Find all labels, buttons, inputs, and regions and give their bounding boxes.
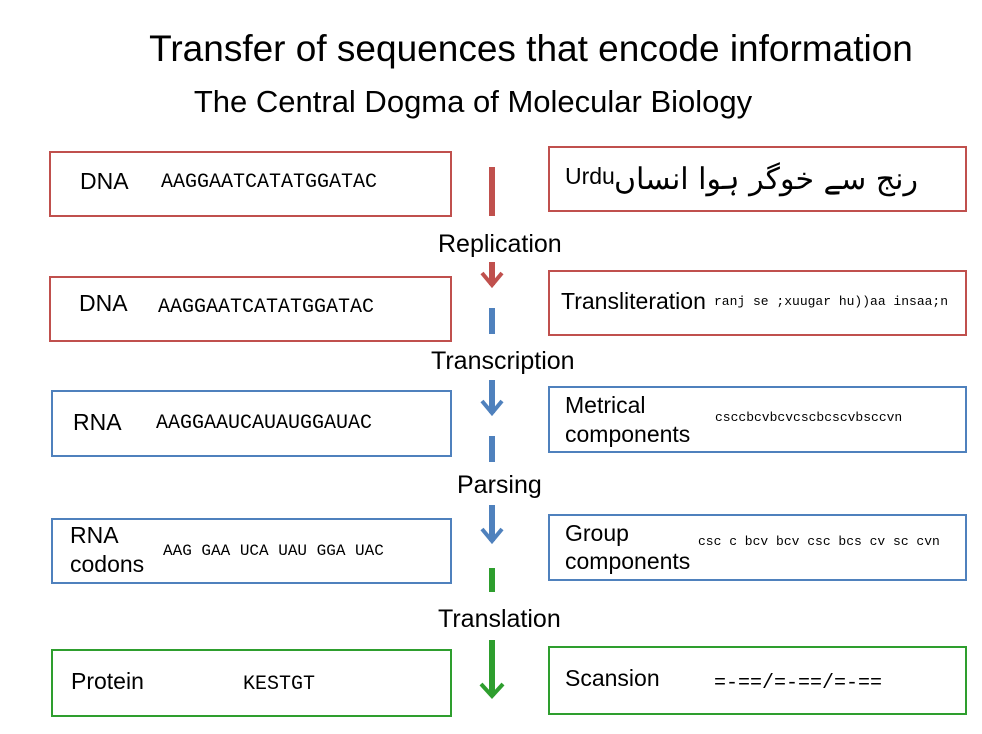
urdu-box: Urdu رنج سے خوگر ہوا انساں xyxy=(548,146,967,212)
transcription-arrow-head xyxy=(480,399,504,417)
dna-label: DNA xyxy=(79,290,128,316)
group-box: Group components csc c bcv bcv csc bcs c… xyxy=(548,514,967,581)
metrical-box: Metrical components csccbcvbcvcscbcscvbs… xyxy=(548,386,967,453)
codons-label-line2: codons xyxy=(70,551,145,577)
rna-label: RNA xyxy=(73,409,122,435)
step-translation: Translation xyxy=(438,605,561,633)
translation-arrow-head xyxy=(479,682,505,699)
protein-label: Protein xyxy=(71,668,144,694)
urdu-text: رنج سے خوگر ہوا انساں xyxy=(614,162,918,197)
metrical-label-line2: components xyxy=(565,421,691,447)
metrical-text: csccbcvbcvcscbcscvbsccvn xyxy=(715,410,903,425)
codons-label-line1: RNA xyxy=(70,522,119,548)
metrical-label-line1: Metrical xyxy=(565,392,646,418)
step-parsing: Parsing xyxy=(457,471,542,499)
group-label-line2: components xyxy=(565,548,691,574)
scansion-text: =-==/=-==/=-== xyxy=(714,672,883,695)
dna-sequence: AAGGAATCATATGGATAC xyxy=(158,296,375,319)
group-text: csc c bcv bcv csc bcs cv sc cvn xyxy=(698,534,940,549)
transliteration-label: Transliteration xyxy=(561,288,706,314)
rna-sequence: AAGGAAUCAUAUGGAUAC xyxy=(156,412,373,435)
group-label-line1: Group xyxy=(565,520,629,546)
urdu-label: Urdu xyxy=(565,163,615,189)
dna-box-2: DNA AAGGAATCATATGGATAC xyxy=(49,276,452,342)
dna-box-1: DNA AAGGAATCATATGGATAC xyxy=(49,151,452,217)
protein-box: Protein KESTGT xyxy=(51,649,452,717)
step-transcription: Transcription xyxy=(431,347,575,375)
parsing-arrow-head xyxy=(480,527,504,545)
step-replication: Replication xyxy=(438,230,562,258)
dna-sequence: AAGGAATCATATGGATAC xyxy=(161,171,378,194)
scansion-label: Scansion xyxy=(565,665,660,691)
rna-box: RNA AAGGAAUCAUAUGGAUAC xyxy=(51,390,452,457)
main-title: Transfer of sequences that encode inform… xyxy=(149,28,913,69)
codons-box: RNA codons AAG GAA UCA UAU GGA UAC xyxy=(51,518,452,584)
codons-sequence: AAG GAA UCA UAU GGA UAC xyxy=(163,542,384,560)
dna-label: DNA xyxy=(80,168,129,194)
scansion-box: Scansion =-==/=-==/=-== xyxy=(548,646,967,715)
subtitle: The Central Dogma of Molecular Biology xyxy=(193,84,753,119)
transliteration-text: ranj se ;xuugar hu))aa insaa;n xyxy=(714,294,949,309)
transliteration-box: Transliteration ranj se ;xuugar hu))aa i… xyxy=(548,270,967,336)
protein-sequence: KESTGT xyxy=(243,673,316,696)
replication-arrow-head xyxy=(480,271,504,289)
